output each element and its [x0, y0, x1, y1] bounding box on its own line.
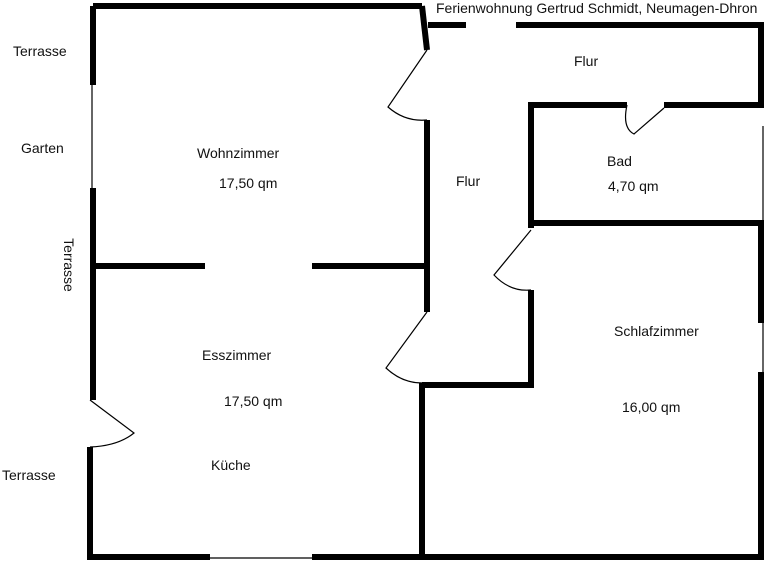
room-area-wohnzimmer: 17,50 qm [219, 175, 278, 191]
room-name-wohnzimmer: Wohnzimmer [197, 145, 280, 161]
plan-title: Ferienwohnung Gertrud Schmidt, Neumagen-… [436, 0, 758, 16]
label-terrasse-top: Terrasse [13, 43, 67, 59]
door-schlafzimmer [493, 229, 532, 291]
windows [91, 85, 764, 559]
room-area-bad: 4,70 qm [608, 178, 659, 194]
doors [89, 49, 665, 448]
door-wohnzimmer [387, 49, 428, 121]
walls [87, 3, 764, 560]
label-garten: Garten [21, 140, 64, 156]
room-name-flur-top: Flur [574, 53, 599, 69]
room-name-esszimmer: Esszimmer [202, 347, 272, 363]
door-esszimmer [385, 311, 428, 384]
room-name-kueche: Küche [211, 457, 251, 473]
room-name-bad: Bad [607, 153, 632, 169]
wall-top-left-corner [419, 5, 430, 51]
label-terrasse-side: Terrasse [60, 238, 77, 292]
room-area-esszimmer: 17,50 qm [224, 393, 283, 409]
room-name-flur-mid: Flur [456, 173, 481, 189]
room-name-schlafzimmer: Schlafzimmer [614, 323, 699, 339]
label-terrasse-bottom: Terrasse [2, 467, 56, 483]
door-bad [624, 104, 665, 135]
door-terrasse [89, 399, 135, 448]
room-area-schlafzimmer: 16,00 qm [622, 399, 681, 415]
